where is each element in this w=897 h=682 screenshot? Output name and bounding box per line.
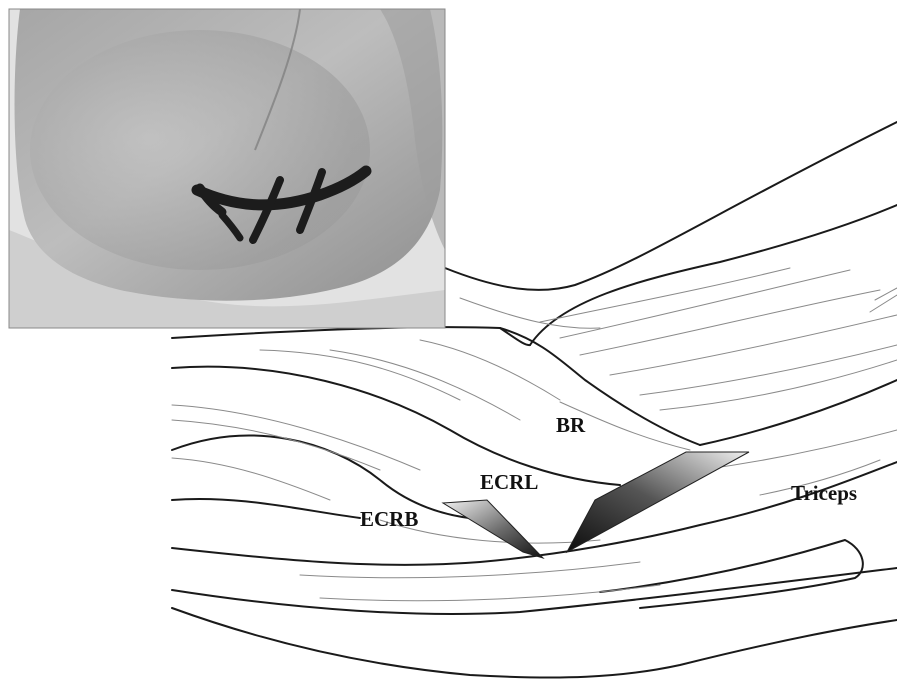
brachioradialis-lower-outline xyxy=(172,367,620,485)
forearm-bottom-outline xyxy=(172,608,897,678)
right-retractor xyxy=(567,452,749,552)
muscle-belly-outline xyxy=(500,328,530,345)
upper-arm-outline xyxy=(445,122,897,290)
clinical-photo xyxy=(9,9,445,328)
label-ecrb: ECRB xyxy=(360,507,418,531)
label-br: BR xyxy=(556,413,586,437)
label-ecrl: ECRL xyxy=(480,470,538,494)
ecrb-lower-outline xyxy=(172,499,360,518)
olecranon-outline xyxy=(600,540,863,608)
biceps-outline xyxy=(530,205,897,345)
label-triceps: Triceps xyxy=(791,481,857,505)
brachioradialis-top-outline xyxy=(172,327,700,445)
triceps-upper-outline xyxy=(700,380,897,445)
left-retractor xyxy=(443,500,543,558)
